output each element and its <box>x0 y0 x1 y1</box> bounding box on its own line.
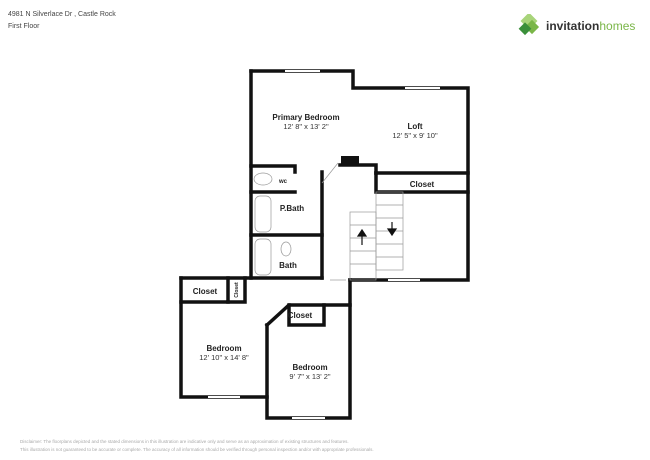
stairs <box>253 162 404 281</box>
room-dims: 9' 7" x 13' 2" <box>289 372 330 381</box>
disclaimer-line-2: This illustration is not guaranteed to b… <box>20 447 374 452</box>
floor-label: First Floor <box>8 23 40 30</box>
room-name: Closet <box>234 282 240 298</box>
room-name: Bath <box>279 261 297 270</box>
chimney <box>341 156 359 166</box>
logo-text-2: homes <box>599 19 636 33</box>
logo-text: invitation <box>546 19 600 33</box>
stair-arrows <box>356 222 398 245</box>
room-name: Primary Bedroom <box>272 113 339 122</box>
room-name: Bedroom <box>292 363 327 372</box>
room-name: wc <box>278 179 288 185</box>
room-name: Loft <box>407 122 422 131</box>
room-name: Bedroom <box>206 344 241 353</box>
room-name: Closet <box>410 180 435 189</box>
room-name: P.Bath <box>280 204 304 213</box>
room-name: Closet <box>193 287 218 296</box>
disclaimer-line-1: Disclaimer: The floorplans depicted and … <box>20 439 349 444</box>
room-dims: 12' 10" x 14' 8" <box>199 353 249 362</box>
room-dims: 12' 8" x 13' 2" <box>283 122 329 131</box>
windows <box>208 70 440 419</box>
room-name: Closet <box>288 311 313 320</box>
logo: invitationhomes <box>518 14 635 38</box>
room-dims: 12' 5" x 9' 10" <box>392 131 438 140</box>
address: 4981 N Silverlace Dr , Castle Rock <box>8 11 116 18</box>
logo-icon <box>518 14 540 36</box>
